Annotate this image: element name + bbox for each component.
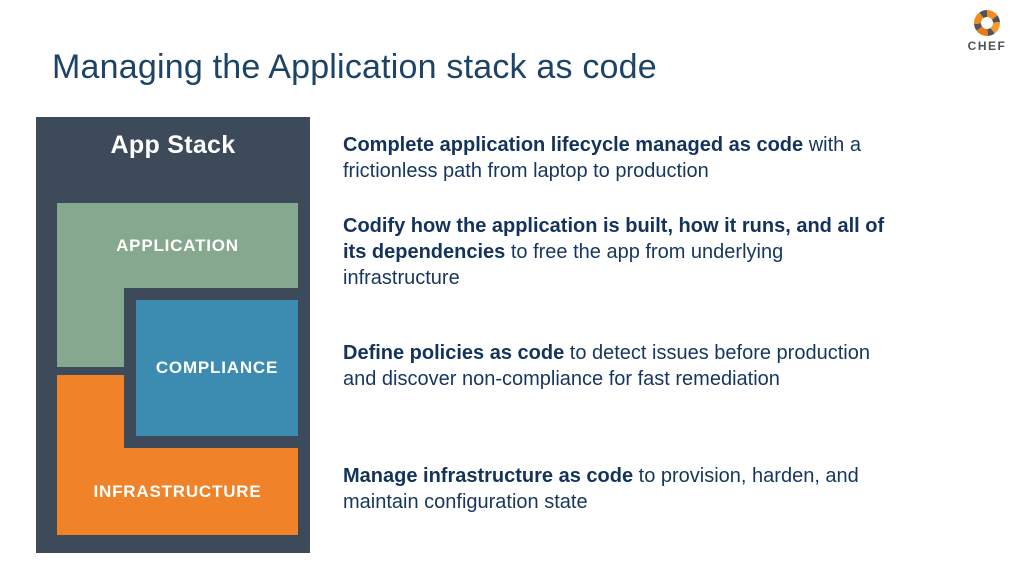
- point-infrastructure-bold: Manage infrastructure as code: [343, 465, 634, 487]
- point-lifecycle: Complete application lifecycle managed a…: [343, 132, 1011, 184]
- app-stack-diagram: App Stack APPLICATION INFRASTRUCTURE COM…: [36, 117, 310, 553]
- layer-application-label: APPLICATION: [116, 236, 239, 255]
- point-infrastructure: Manage infrastructure as code to provisi…: [343, 463, 1011, 515]
- point-lifecycle-rest: with a frictionless path from laptop to …: [343, 134, 861, 182]
- layer-infrastructure-label: INFRASTRUCTURE: [93, 482, 262, 501]
- chef-logo-icon: [974, 10, 1000, 36]
- layer-compliance-label: COMPLIANCE: [155, 358, 279, 377]
- app-stack-heading: App Stack: [110, 131, 236, 159]
- layer-compliance: COMPLIANCE: [124, 288, 298, 448]
- point-policies-bold: Define policies as code: [343, 342, 565, 364]
- chef-logo-wordmark: CHEF: [967, 39, 1007, 53]
- point-codify-bold: Codify how the application is built, how…: [343, 215, 885, 263]
- point-policies-rest: to detect issues before production and d…: [343, 342, 870, 390]
- point-infrastructure-rest: to provision, harden, and maintain confi…: [343, 465, 859, 513]
- point-codify: Codify how the application is built, how…: [343, 213, 1011, 291]
- point-lifecycle-bold: Complete application lifecycle managed a…: [343, 134, 804, 156]
- slide-title: Managing the Application stack as code: [52, 48, 657, 86]
- point-codify-rest: to free the app from underlying infrastr…: [343, 241, 784, 289]
- point-policies: Define policies as code to detect issues…: [343, 340, 1011, 392]
- chef-logo: CHEF: [964, 10, 1010, 53]
